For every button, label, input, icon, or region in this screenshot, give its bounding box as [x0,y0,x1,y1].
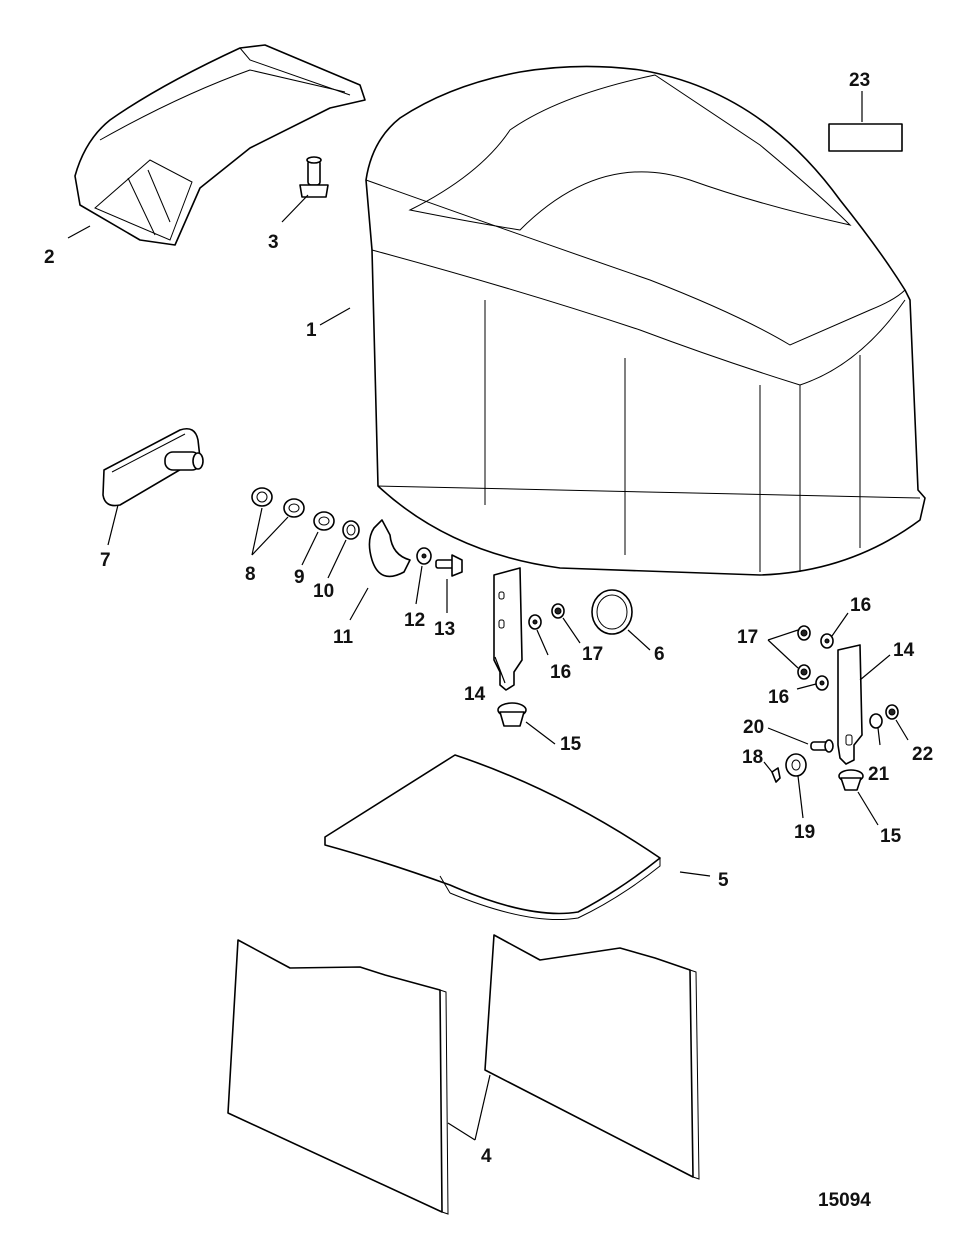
washer-12-part [416,547,432,565]
callout-16-right-top: 16 [850,595,871,616]
side-panel-left-part [227,939,449,1215]
clamp-ring-part [591,589,633,635]
callout-19: 19 [794,822,815,843]
decal-part [828,123,903,152]
callout-5: 5 [718,870,729,891]
callout-15-right: 15 [880,826,902,847]
callout-11: 11 [333,627,354,648]
callout-17-left: 17 [582,644,603,665]
rear-cover-part [74,44,366,246]
grommet-left-part [497,702,527,727]
callout-16-left: 16 [550,662,571,683]
screw-13-part [435,554,463,577]
nut-17-left-part [551,603,565,619]
side-panel-right-part [484,934,700,1180]
washer-16-left-part [528,614,542,630]
nut-17-right-b-part [797,664,811,680]
latch-handle-part [102,427,204,507]
callout-1: 1 [306,320,317,341]
nut-17-right-a-part [797,625,811,641]
callout-3: 3 [268,232,279,253]
callout-20: 20 [743,717,764,738]
callout-12: 12 [404,610,425,631]
bushing-part [251,487,305,518]
callout-15-left: 15 [560,734,582,755]
callout-6: 6 [654,644,665,665]
bracket-right-part [837,644,863,765]
bracket-left-part [493,567,523,691]
washer-16-right-a-part [820,633,834,649]
grommet-right-part [838,769,864,791]
callout-18: 18 [742,747,763,768]
hook-part [368,519,411,578]
callout-7: 7 [100,550,111,571]
callout-9: 9 [294,567,305,588]
callout-22: 22 [912,744,933,765]
callout-14-right: 14 [893,640,915,661]
washer-21-part [869,713,883,729]
bottom-panel-part [324,754,661,921]
top-cowl-part [365,65,926,576]
screw-part [299,156,329,198]
callout-14-left: 14 [464,684,486,705]
sleeve-19-part [785,753,807,777]
nut-22-part [885,704,899,720]
callout-16-right-bottom: 16 [768,687,789,708]
callout-labels: 1 2 3 23 7 8 9 10 11 12 13 14 16 17 6 15… [44,70,933,1167]
figure-number: 15094 [818,1190,871,1211]
callout-10: 10 [313,581,334,602]
callout-21: 21 [868,764,890,785]
washer-16-right-b-part [815,675,829,691]
pin-20-part [810,739,834,753]
callout-17-right: 17 [737,627,758,648]
washer-9-part [313,511,335,531]
callout-8: 8 [245,564,256,585]
clip-18-part [771,767,781,783]
leader-lines [67,91,909,1141]
callout-13: 13 [434,619,455,640]
callout-4: 4 [481,1146,492,1167]
callout-23: 23 [849,70,870,91]
washer-10-part [342,520,360,540]
callout-2: 2 [44,247,55,268]
